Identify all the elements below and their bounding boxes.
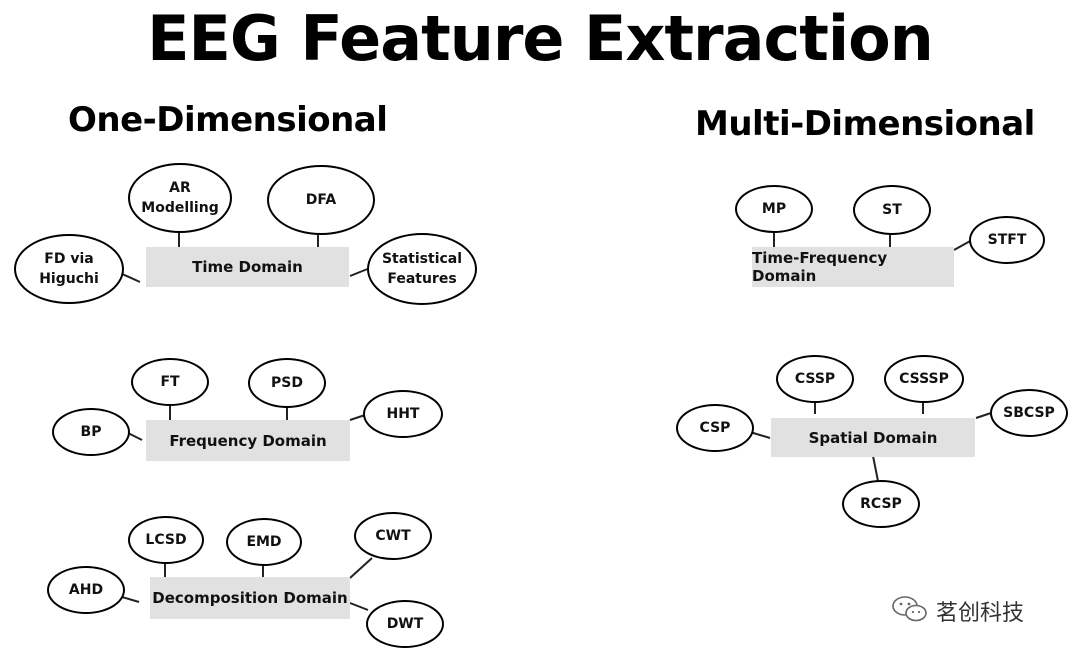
node-st: ST <box>853 185 931 235</box>
node-fd-line2: Higuchi <box>39 271 99 287</box>
node-stat-line1: Statistical <box>381 250 463 267</box>
node-lcsd: LCSD <box>128 516 204 564</box>
node-ahd: AHD <box>47 566 125 614</box>
time-frequency-domain-box: Time-Frequency Domain <box>752 247 954 287</box>
frequency-domain-box: Frequency Domain <box>146 420 350 461</box>
connector-cwt <box>349 557 373 579</box>
connector-fd-higuchi <box>119 272 141 283</box>
node-bp: BP <box>52 408 130 456</box>
node-emd: EMD <box>226 518 302 566</box>
node-cssp: CSSP <box>776 355 854 403</box>
time-domain-box: Time Domain <box>146 247 349 287</box>
connector-csp <box>749 431 771 439</box>
connector-rcsp <box>872 455 879 482</box>
wechat-icon <box>890 594 930 628</box>
node-cwt: CWT <box>354 512 432 560</box>
node-ar-modelling-line2: Modelling <box>141 200 219 216</box>
node-psd: PSD <box>248 358 326 408</box>
node-fd-line1: FD via <box>44 250 94 267</box>
one-dimensional-heading: One-Dimensional <box>68 100 388 140</box>
connector-bp <box>127 432 143 441</box>
connector-ahd <box>121 596 140 603</box>
node-sbcsp: SBCSP <box>990 389 1068 437</box>
watermark-text: 茗创科技 <box>936 601 1025 626</box>
node-ar-modelling: AR Modelling <box>128 163 232 233</box>
node-rcsp: RCSP <box>842 480 920 528</box>
node-csssp: CSSSP <box>884 355 964 403</box>
node-mp: MP <box>735 185 813 233</box>
node-dfa: DFA <box>267 165 375 235</box>
spatial-domain-box: Spatial Domain <box>771 418 975 457</box>
multi-dimensional-heading: Multi-Dimensional <box>695 104 1035 144</box>
node-stat-line2: Features <box>387 271 457 287</box>
node-ar-modelling-line1: AR <box>169 179 191 196</box>
node-dwt: DWT <box>366 600 444 648</box>
decomposition-domain-box: Decomposition Domain <box>150 577 350 619</box>
node-ft: FT <box>131 358 209 406</box>
node-stft: STFT <box>969 216 1045 264</box>
diagram-title: EEG Feature Extraction <box>147 2 934 75</box>
connector-dwt <box>349 602 369 611</box>
connector-statistical <box>349 267 371 277</box>
connector-hht <box>349 414 366 421</box>
node-hht: HHT <box>363 390 443 438</box>
watermark: 茗创科技 <box>890 596 1024 626</box>
node-csp: CSP <box>676 404 754 452</box>
